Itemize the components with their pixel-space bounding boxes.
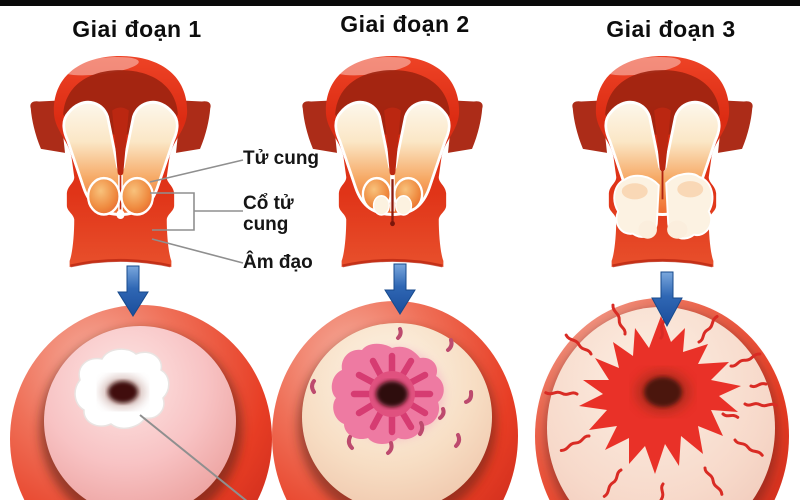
uterine-cavity-shape: [654, 107, 671, 172]
uterus-diagram-stage-3: [572, 56, 753, 268]
invaded-canal-tip: [390, 220, 395, 227]
top-black-bar: [0, 0, 800, 6]
cervical-os-dark: [644, 377, 682, 407]
uterine-cavity-shape: [112, 107, 129, 176]
tumor-shading-left: [621, 183, 648, 200]
cervical-os-dark: [108, 381, 138, 403]
stage-2-title: Giai đoạn 2: [340, 11, 470, 37]
tumor-bulge-left: [638, 220, 657, 239]
cervix-view-stage-1: [10, 305, 272, 500]
vaginal-opening-edge: [70, 258, 171, 268]
cervix-right-lobe: [120, 176, 155, 216]
cervical-os-dot: [116, 209, 125, 220]
label-cervix-line1: Cổ tử: [243, 193, 294, 214]
uterus-diagram-stage-1: [30, 56, 211, 268]
label-cervix: Cổ tử cung: [243, 193, 294, 235]
satellite-spots: [310, 327, 474, 455]
tumor-bulge-right: [667, 220, 688, 239]
stage-1-title: Giai đoạn 1: [72, 16, 202, 42]
cervix-view-stage-2: [272, 301, 518, 500]
uterus-diagram-stage-2: [302, 56, 483, 268]
stage-3-title: Giai đoạn 3: [606, 16, 736, 42]
tumor-shading-right: [677, 181, 704, 198]
label-uterus: Tử cung: [243, 148, 320, 169]
blood-vessels: [544, 303, 778, 500]
label-vagina: Âm đạo: [243, 252, 313, 273]
vaginal-opening-edge: [342, 258, 443, 268]
label-cervix-line2: cung: [243, 213, 289, 235]
vaginal-opening-edge: [612, 258, 713, 268]
tumor-bud-left: [372, 195, 390, 216]
cervix-view-stage-3: [535, 298, 789, 500]
tumor-bud-right: [395, 195, 413, 216]
lesion-petals: [350, 352, 434, 436]
cervix-left-lobe: [86, 176, 121, 216]
uterine-cavity-shape: [384, 107, 401, 176]
cervical-os-dark: [376, 381, 408, 407]
